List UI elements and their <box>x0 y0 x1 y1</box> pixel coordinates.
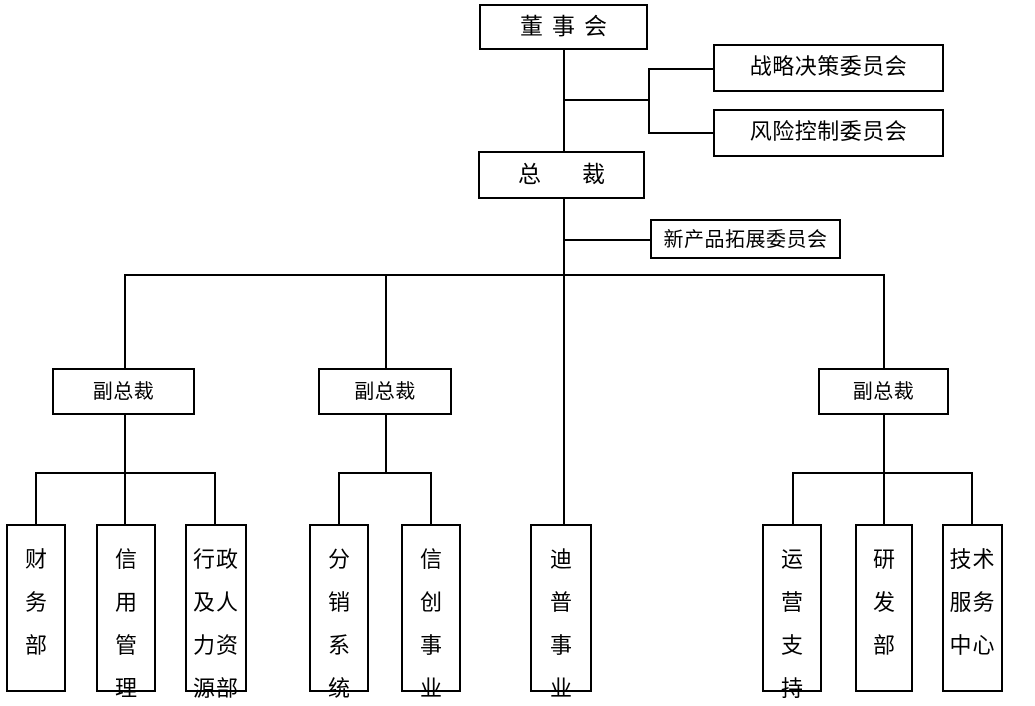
connector-to-new-product-committee <box>563 239 652 241</box>
node-dept-distribution[interactable]: 分 销 系 统 部 <box>309 524 369 702</box>
connector-vp3-to-dept-techservice <box>971 472 973 524</box>
connector-vp2-stem <box>385 415 387 473</box>
node-dept-rnd-label: 研 发 部 <box>872 548 895 659</box>
node-strategy-committee-label: 战略决策委员会 <box>749 55 908 81</box>
connector-vp1-to-dept-finance <box>35 472 37 524</box>
node-dept-techservice[interactable]: 技术 服务 中心 <box>942 524 1003 692</box>
node-vp-2-label: 副总裁 <box>354 379 416 403</box>
connector-committee-bracket <box>648 68 650 133</box>
node-dept-techservice-label: 技术 服务 中心 <box>949 548 996 659</box>
connector-bus-to-vp2 <box>385 274 387 368</box>
connector-vp2-bus <box>338 472 432 474</box>
node-board[interactable]: 董事会 <box>479 4 648 50</box>
connector-vp1-to-dept-hr <box>214 472 216 524</box>
node-dept-credit[interactable]: 信 用 管 理 部 <box>96 524 156 702</box>
node-new-product-committee-label: 新产品拓展委员会 <box>663 226 828 251</box>
connector-main-bus <box>124 274 885 276</box>
connector-vp3-bus <box>792 472 973 474</box>
node-risk-committee[interactable]: 风险控制委员会 <box>713 109 944 157</box>
node-board-label: 董事会 <box>520 13 616 40</box>
node-dept-dptech-label: 迪 普 事 业 部 <box>549 548 572 702</box>
node-dept-hr-label: 行政 及人 力资 源部 <box>192 548 239 702</box>
connector-trunk-to-committee-bracket <box>563 99 650 101</box>
node-dept-operations[interactable]: 运 营 支 持 部 <box>762 524 822 702</box>
connector-vp3-to-dept-operations <box>792 472 794 524</box>
node-dept-hr[interactable]: 行政 及人 力资 源部 <box>185 524 247 702</box>
node-dept-finance-label: 财 务 部 <box>24 548 47 659</box>
connector-vp1-to-dept-credit <box>124 472 126 524</box>
connector-vp1-stem <box>124 415 126 473</box>
connector-vp3-stem <box>883 415 885 473</box>
connector-president-trunk <box>563 199 565 525</box>
node-dept-xinchuang-label: 信 创 事 业 部 <box>419 548 442 702</box>
node-strategy-committee[interactable]: 战略决策委员会 <box>713 44 944 92</box>
node-new-product-committee[interactable]: 新产品拓展委员会 <box>650 219 841 259</box>
node-dept-finance[interactable]: 财 务 部 <box>6 524 66 692</box>
node-dept-dptech[interactable]: 迪 普 事 业 部 <box>530 524 592 702</box>
node-president[interactable]: 总 裁 <box>478 151 645 199</box>
node-dept-xinchuang[interactable]: 信 创 事 业 部 <box>401 524 461 702</box>
node-dept-distribution-label: 分 销 系 统 部 <box>327 548 350 702</box>
node-vp-3[interactable]: 副总裁 <box>818 368 949 415</box>
node-vp-1[interactable]: 副总裁 <box>52 368 195 415</box>
node-vp-1-label: 副总裁 <box>92 379 155 403</box>
node-vp-3-label: 副总裁 <box>852 379 915 403</box>
node-president-label: 总 裁 <box>518 161 614 188</box>
connector-vp2-to-dept-distribution <box>338 472 340 524</box>
connector-bus-to-vp1 <box>124 274 126 368</box>
node-vp-2[interactable]: 副总裁 <box>318 368 452 415</box>
node-dept-rnd[interactable]: 研 发 部 <box>855 524 913 692</box>
node-risk-committee-label: 风险控制委员会 <box>749 120 908 146</box>
connector-to-risk-committee <box>648 132 715 134</box>
node-dept-operations-label: 运 营 支 持 部 <box>780 548 803 702</box>
connector-vp2-to-dept-xinchuang <box>430 472 432 524</box>
connector-bus-to-vp3 <box>883 274 885 368</box>
connector-vp3-to-dept-rnd <box>883 472 885 524</box>
node-dept-credit-label: 信 用 管 理 部 <box>114 548 137 702</box>
connector-to-strategy-committee <box>648 68 715 70</box>
